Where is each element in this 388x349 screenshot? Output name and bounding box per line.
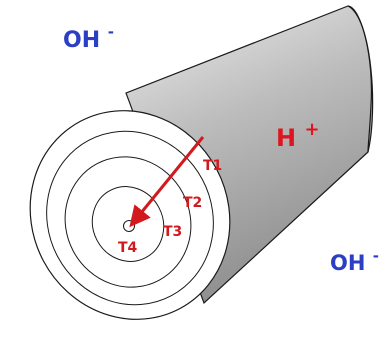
- zone-label-t2: T2: [183, 195, 202, 211]
- zone-ring-t2: [64, 156, 192, 288]
- zone-label-t4: T4: [118, 240, 138, 256]
- zone-label-t3: T3: [163, 224, 182, 240]
- zone-label-t1: T1: [203, 158, 222, 174]
- hydroxide-top-label: OH -: [63, 23, 114, 53]
- diffusion-arrow: [129, 136, 205, 228]
- hydroxide-right-label: OH -: [330, 247, 379, 275]
- zone-ring-t3: [91, 186, 165, 262]
- zone-ring-t1: [46, 130, 214, 306]
- hydrogen-ion-label: H +: [276, 119, 320, 152]
- cylinder-far-cap: [347, 5, 373, 153]
